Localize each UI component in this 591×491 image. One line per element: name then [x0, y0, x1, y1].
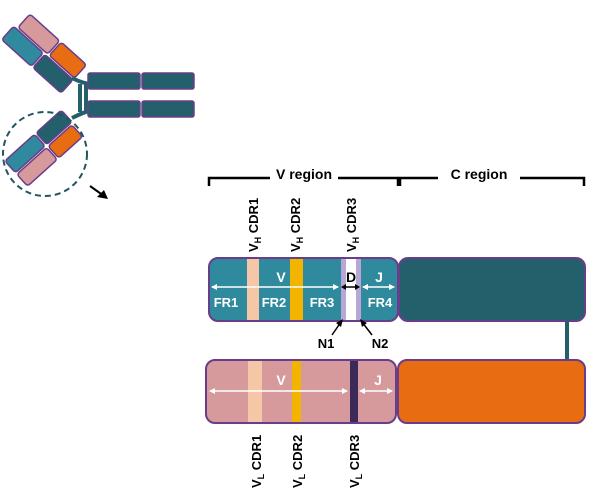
fc-domain-ch3-upper: [141, 72, 195, 90]
v-region-label: V region: [276, 166, 332, 182]
heavy-cdr1-label: VH CDR1: [246, 198, 263, 252]
heavy-d-span-arrow: [341, 284, 360, 290]
n2-label: N2: [372, 336, 389, 351]
light-j-label: J: [374, 372, 382, 388]
n2-pointer: N2: [360, 319, 388, 351]
interchain-connector: [565, 321, 569, 361]
heavy-j-label: J: [375, 269, 383, 285]
heavy-constant-region: [398, 257, 586, 322]
heavy-n1-band: [341, 259, 346, 320]
heavy-variable-region: [208, 257, 399, 322]
n1-pointer: N1: [318, 319, 343, 351]
light-chain: V J: [205, 359, 586, 424]
heavy-v-label: V: [276, 269, 286, 285]
heavy-cdr2-label: VH CDR2: [288, 198, 305, 252]
fr2-label: FR2: [262, 295, 287, 310]
lower-fab-arm: [5, 110, 83, 186]
light-j-span-arrow: [359, 388, 393, 394]
light-constant-region: [397, 359, 586, 424]
zoom-circle: [2, 111, 88, 197]
v-region-bracket: V region: [207, 166, 400, 186]
heavy-chain: V D J FR1 FR2 FR3 FR4: [208, 257, 586, 322]
light-cdr3-band: [350, 361, 358, 422]
light-cdr3-label: VL CDR3: [347, 435, 364, 488]
n1-label: N1: [318, 336, 335, 351]
heavy-cdr3-label: VH CDR3: [344, 198, 361, 252]
fr4-label: FR4: [368, 295, 393, 310]
zoom-arrow-head-icon: [97, 190, 108, 199]
antibody-structure-illustration: [2, 14, 195, 199]
c-region-label: C region: [451, 166, 508, 182]
heavy-j-span-arrow: [362, 284, 395, 290]
fr3-label: FR3: [310, 295, 335, 310]
fr1-label: FR1: [214, 295, 239, 310]
light-v-label: V: [276, 372, 286, 388]
upper-fab-arm: [2, 14, 86, 93]
fc-domain-ch3-lower: [141, 100, 195, 118]
heavy-cdr1-band: [247, 259, 259, 320]
fc-domain-ch2-lower: [87, 100, 141, 118]
heavy-n2-band: [356, 259, 361, 320]
heavy-d-label: D: [346, 269, 356, 285]
light-v-span-arrow: [209, 388, 348, 394]
heavy-d-band: [346, 259, 356, 320]
heavy-v-span-arrow: [211, 284, 339, 290]
light-cdr2-label: VL CDR2: [290, 435, 307, 488]
c-region-bracket: C region: [398, 166, 586, 186]
heavy-cdr2-band: [290, 259, 303, 320]
light-cdr1-label: VL CDR1: [249, 435, 266, 488]
fc-domain-ch2-upper: [87, 72, 141, 90]
